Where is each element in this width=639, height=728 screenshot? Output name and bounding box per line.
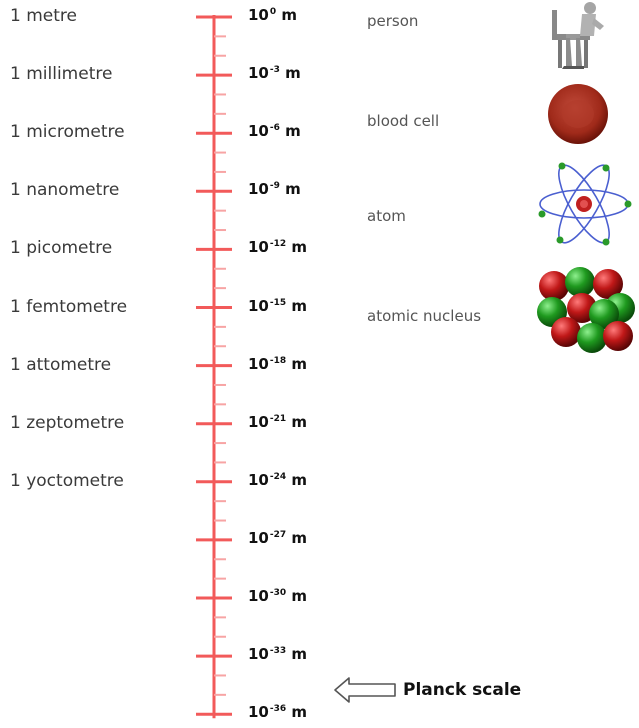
power-label: 10-30 m <box>248 587 307 605</box>
power-label: 10-6 m <box>248 122 301 141</box>
blood-cell-icon <box>546 80 610 150</box>
power-label: 10-18 m <box>248 354 307 373</box>
unit-name: 1 femtometre <box>10 296 128 317</box>
power-label: 10-27 m <box>248 528 307 547</box>
person-sitting-icon <box>546 0 610 74</box>
object-label-atom: atom <box>367 207 406 225</box>
object-label-atomic-nucleus: atomic nucleus <box>367 307 482 325</box>
power-label: 10-3 m <box>248 64 301 83</box>
atom-icon <box>534 162 634 250</box>
power-label: 10-36 m <box>248 703 307 722</box>
power-label: 10-12 m <box>248 238 307 257</box>
unit-name: 1 nanometre <box>10 180 120 201</box>
planck-scale-marker: Planck scale <box>333 676 521 704</box>
power-label: 10-21 m <box>248 412 307 431</box>
object-label-blood-cell: blood cell <box>367 112 440 130</box>
power-label: 100 m <box>248 6 297 24</box>
atomic-nucleus-icon <box>534 266 638 362</box>
unit-name: 1 metre <box>10 6 77 26</box>
unit-name: 1 yoctometre <box>10 470 124 491</box>
planck-scale-label: Planck scale <box>403 680 522 700</box>
unit-name: 1 micrometre <box>10 122 125 143</box>
power-label: 10-24 m <box>248 470 307 489</box>
arrow-left-icon <box>334 677 396 703</box>
object-label-person: person <box>367 12 419 30</box>
unit-name: 1 picometre <box>10 238 113 259</box>
power-label: 10-15 m <box>248 296 307 315</box>
unit-name: 1 attometre <box>10 354 112 375</box>
unit-name: 1 zeptometre <box>10 412 125 433</box>
power-label: 10-9 m <box>248 180 301 199</box>
power-label: 10-33 m <box>248 645 307 664</box>
unit-name: 1 millimetre <box>10 64 113 85</box>
